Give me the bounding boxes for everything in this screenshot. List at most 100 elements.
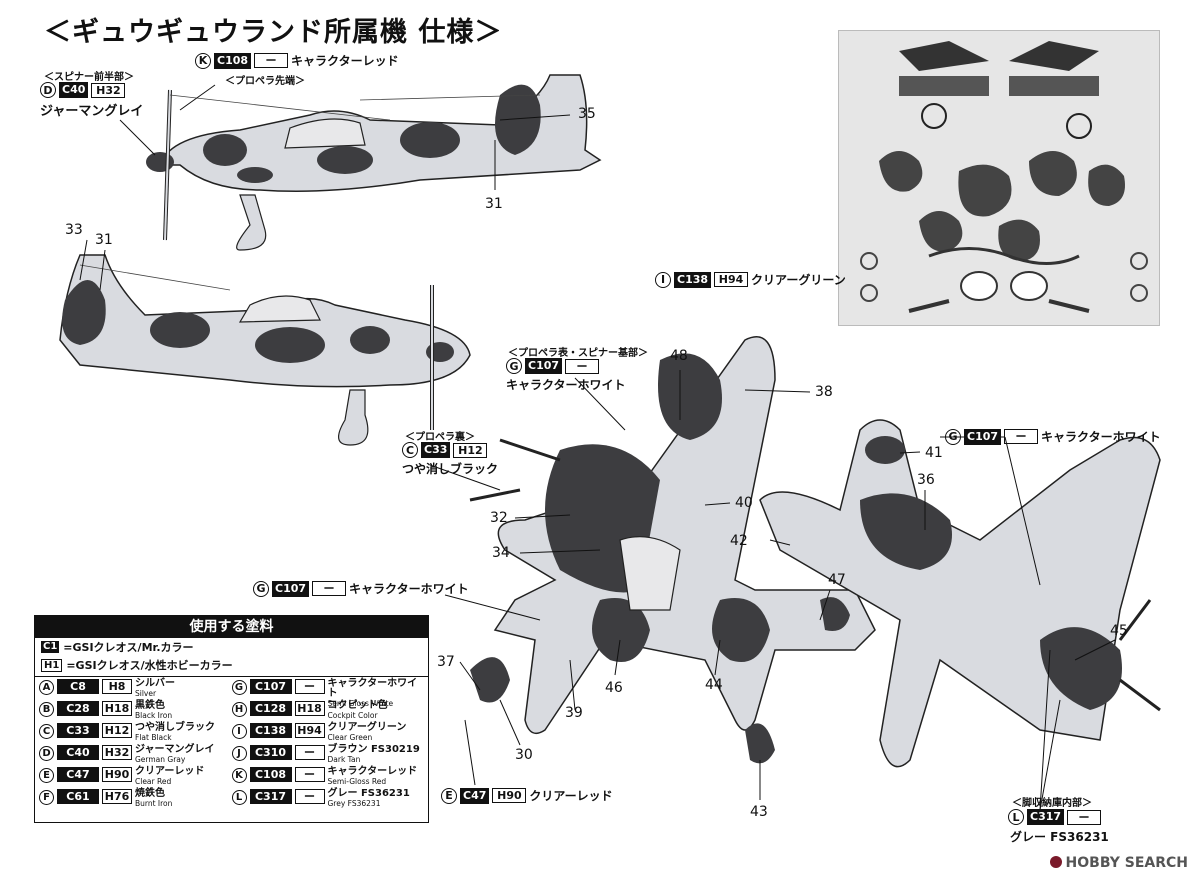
decal-sheet — [838, 30, 1160, 326]
hobby-color-code: ー — [1067, 809, 1102, 825]
color-name-jp: キャラクターレッド — [327, 766, 418, 777]
legend-divider — [35, 676, 428, 677]
key-text: =GSIクレオス/水性ホビーカラー — [66, 659, 233, 672]
hobby-color-code: H94 — [714, 272, 749, 287]
hobby-color-code: H12 — [102, 723, 132, 738]
color-letter: E — [441, 787, 457, 804]
mr-color-code: C108 — [249, 767, 292, 782]
mr-color-code: C61 — [57, 789, 99, 804]
hobby-color-code: H90 — [102, 767, 132, 782]
hobby-color-code: H8 — [102, 679, 132, 694]
callout-d-name: ジャーマングレイ — [40, 104, 144, 119]
mr-color-code: C107 — [272, 580, 310, 597]
callout-l: L C317 ー — [1008, 809, 1102, 825]
watermark: HOBBY SEARCH — [1049, 855, 1188, 871]
paint-legend: 使用する塗料 C1 =GSIクレオス/Mr.カラー H1 =GSIクレオス/水性… — [34, 615, 429, 823]
color-letter: G — [231, 680, 247, 695]
part-number: 38 — [815, 384, 833, 400]
color-name: キャラクターホワイト — [349, 582, 469, 596]
color-letter: F — [39, 790, 54, 805]
callout-i: I C138 H94 クリアーグリーン — [655, 271, 846, 288]
color-letter: H — [231, 702, 247, 717]
part-number: 42 — [730, 533, 748, 549]
part-number: 31 — [485, 196, 503, 212]
color-letter: L — [1008, 809, 1024, 825]
hobby-color-code: ー — [565, 358, 600, 374]
color-letter: A — [39, 680, 54, 695]
part-number: 43 — [750, 804, 768, 820]
color-name-jp: 焼鉄色 — [135, 788, 165, 799]
top-view — [469, 336, 876, 764]
hobby-color-code: H32 — [102, 745, 132, 760]
part-number: 32 — [490, 510, 508, 526]
callout-g2: G C107 ー キャラクターホワイト — [253, 580, 469, 597]
color-name-jp: クリアーグリーン — [327, 722, 407, 733]
color-name-jp: ジャーマングレイ — [135, 744, 215, 755]
callout-c-name: つや消しブラック — [402, 462, 499, 476]
part-number: 41 — [925, 445, 943, 461]
callout-d-note: ＜スピナー前半部＞ — [44, 72, 134, 83]
legend-header: 使用する塗料 — [35, 616, 428, 638]
mr-color-code: C317 — [1027, 809, 1065, 825]
callout-d: D C40 H32 — [40, 82, 126, 98]
callout-c-note: ＜プロペラ裏＞ — [405, 432, 475, 443]
part-number: 31 — [95, 232, 113, 248]
mr-color-code: C8 — [57, 679, 99, 694]
hobby-color-code: H76 — [102, 789, 132, 804]
color-name-en: Burnt Iron — [135, 799, 173, 808]
mr-color-code: C138 — [249, 723, 292, 738]
callout-k: K C108 ー キャラクターレッド — [195, 52, 399, 69]
color-name-jp: クリアーレッド — [135, 766, 205, 777]
key-text: =GSIクレオス/Mr.カラー — [63, 641, 194, 654]
color-name-en: Grey FS36231 — [327, 799, 381, 808]
part-number: 30 — [515, 747, 533, 763]
hobby-color-code: H94 — [294, 723, 325, 738]
mr-color-code: C47 — [57, 767, 99, 782]
watermark-logo-icon — [1049, 856, 1062, 868]
mr-color-code: C107 — [249, 679, 292, 694]
callout-g1-note: ＜プロペラ表・スピナー基部＞ — [508, 348, 648, 359]
color-name: キャラクターレッド — [291, 54, 399, 68]
color-letter: L — [231, 790, 247, 805]
mr-color-code: C317 — [249, 789, 292, 804]
color-letter: D — [39, 746, 54, 761]
hobby-color-code: ー — [1004, 429, 1039, 444]
color-letter: B — [39, 702, 54, 717]
part-number: 36 — [917, 472, 935, 488]
mr-color-code: C40 — [57, 745, 99, 760]
hobby-color-code: H18 — [294, 701, 325, 716]
mr-color-code: C28 — [57, 701, 99, 716]
decal-sheet-art — [860, 41, 1148, 313]
color-name-en: Black Iron — [135, 711, 173, 720]
page-title: ＜ギュウギュウランド所属機 仕様＞ — [44, 17, 503, 48]
color-letter: D — [40, 82, 56, 98]
color-name-jp: コクピット色 — [327, 700, 388, 711]
part-number: 39 — [565, 705, 583, 721]
color-name-jp: つや消しブラック — [135, 722, 215, 733]
mr-color-code: C33 — [421, 442, 451, 458]
mr-color-code: C47 — [460, 787, 490, 804]
color-letter: C — [39, 724, 54, 739]
color-letter: I — [231, 724, 247, 739]
callout-c: C C33 H12 — [402, 442, 488, 458]
color-name: クリアーグリーン — [751, 273, 846, 287]
color-name-en: Silver — [135, 689, 157, 698]
color-name-en: Semi Gloss White — [327, 699, 394, 708]
color-letter: C — [402, 442, 418, 458]
mr-color-code: C138 — [674, 271, 712, 288]
hobby-color-code: ー — [254, 53, 289, 68]
hobby-color-code: ー — [294, 679, 325, 694]
key-tag: C1 — [41, 641, 60, 653]
callout-g1: G C107 ー — [506, 358, 600, 374]
color-name-jp: 黒鉄色 — [135, 700, 165, 711]
color-letter: J — [231, 746, 247, 761]
